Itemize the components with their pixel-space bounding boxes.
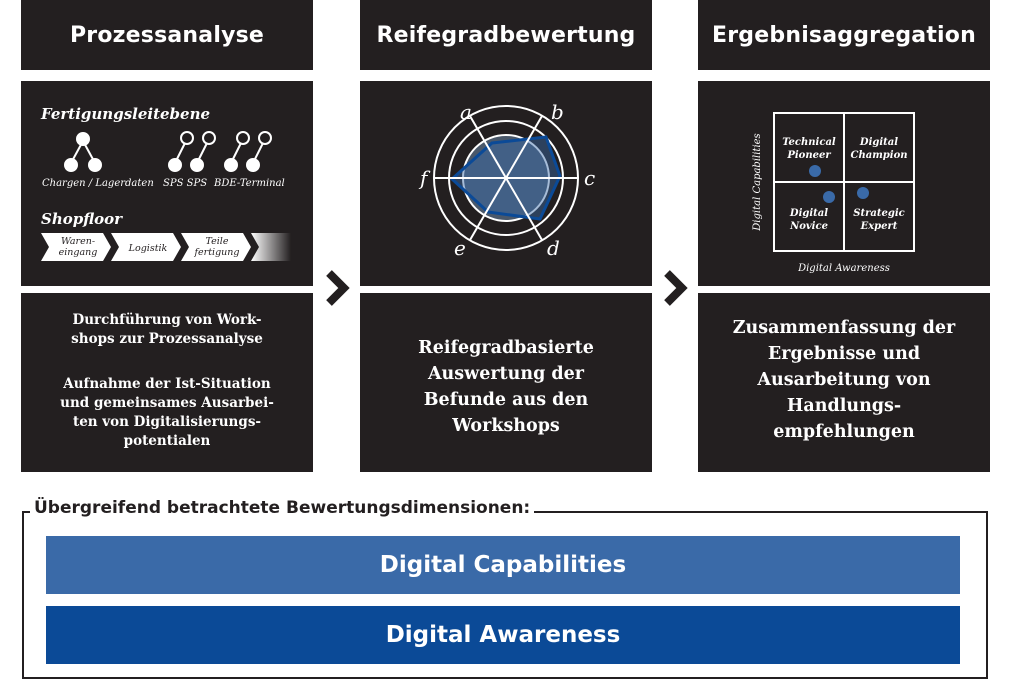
flow-label: Logistik xyxy=(128,243,168,254)
axis-label: f xyxy=(418,166,431,190)
flow-step xyxy=(41,233,111,261)
quadrant-matrix: Technical Pioneer Digital Champion Digit… xyxy=(752,112,915,274)
dimension-label: Digital Capabilities xyxy=(379,552,627,578)
desc-paragraph: Reifegradbasierte Auswertung der Befunde… xyxy=(418,338,594,436)
dimension-label: Digital Awareness xyxy=(385,622,621,648)
quadrant-label: Novice xyxy=(789,221,828,232)
quadrant-label: Technical xyxy=(782,137,836,148)
axis-label: b xyxy=(551,100,564,124)
matrix-point xyxy=(857,187,869,199)
desc-paragraph: Zusammenfassung der Ergebnisse und Ausar… xyxy=(732,318,956,442)
flow-label-line: Teile xyxy=(206,236,229,247)
item-label: Chargen / Lagerdaten xyxy=(42,178,154,189)
quadrant-label: Digital xyxy=(859,137,898,148)
header-prozessanalyse: Prozessanalyse xyxy=(21,0,313,70)
column-title: Reifegradbewertung xyxy=(376,22,636,48)
axis-label: a xyxy=(460,100,472,124)
quadrant-label: Digital xyxy=(789,208,828,219)
illustration-reifegradbewertung: a b c d e f xyxy=(360,81,652,286)
desc-ergebnisaggregation: Zusammenfassung der Ergebnisse und Ausar… xyxy=(698,293,990,472)
quadrant-label: Pioneer xyxy=(786,150,831,161)
illustration-prozessanalyse: Fertigungsleitebene Chargen / La xyxy=(21,81,313,286)
y-axis-label: Digital Capabilities xyxy=(752,133,763,231)
flow-label-line: Waren- xyxy=(61,236,95,247)
item-label: BDE-Terminal xyxy=(213,178,285,189)
terminal-icon xyxy=(224,131,272,172)
chevron-right-icon xyxy=(664,270,688,306)
matrix-point xyxy=(809,165,821,177)
node-tree-icon xyxy=(64,132,102,172)
illustration-ergebnisaggregation: Technical Pioneer Digital Champion Digit… xyxy=(698,81,990,286)
flow-step xyxy=(111,233,181,261)
quadrant-label: Champion xyxy=(850,150,907,161)
x-axis-label: Digital Awareness xyxy=(797,263,890,274)
quadrant-label: Strategic xyxy=(853,208,904,219)
header-reifegradbewertung: Reifegradbewertung xyxy=(360,0,652,70)
item-label: SPS SPS xyxy=(163,178,207,189)
desc-paragraph: Aufnahme der Ist-Situation und gemeinsam… xyxy=(60,376,274,449)
flow-fade xyxy=(251,233,291,261)
dimension-digital-awareness: Digital Awareness xyxy=(46,606,960,664)
dimensions-title: Übergreifend betrachtete Bewertungsdimen… xyxy=(30,498,535,518)
process-illustration: Fertigungsleitebene Chargen / La xyxy=(40,105,291,261)
flow-label-line: eingang xyxy=(59,247,98,258)
desc-reifegradbewertung: Reifegradbasierte Auswertung der Befunde… xyxy=(360,293,652,472)
radar-chart: a b c d e f xyxy=(418,100,595,260)
floor-label: Shopfloor xyxy=(41,210,123,228)
chevron-right-icon xyxy=(326,270,350,306)
axis-label: d xyxy=(547,236,560,260)
column-title: Ergebnisaggregation xyxy=(712,22,976,48)
desc-prozessanalyse: Durchführung von Work- shops zur Prozess… xyxy=(21,293,313,472)
column-title: Prozessanalyse xyxy=(69,22,265,48)
flow-label-line: fertigung xyxy=(194,247,240,258)
plc-icon xyxy=(168,131,216,172)
dimension-digital-capabilities: Digital Capabilities xyxy=(46,536,960,594)
desc-paragraph: Durchführung von Work- shops zur Prozess… xyxy=(71,312,263,347)
header-ergebnisaggregation: Ergebnisaggregation xyxy=(698,0,990,70)
quadrant-label: Expert xyxy=(860,221,898,232)
flow-step xyxy=(181,233,251,261)
level-label: Fertigungsleitebene xyxy=(40,105,210,123)
matrix-point xyxy=(823,191,835,203)
axis-label: c xyxy=(584,166,595,190)
axis-label: e xyxy=(454,236,466,260)
